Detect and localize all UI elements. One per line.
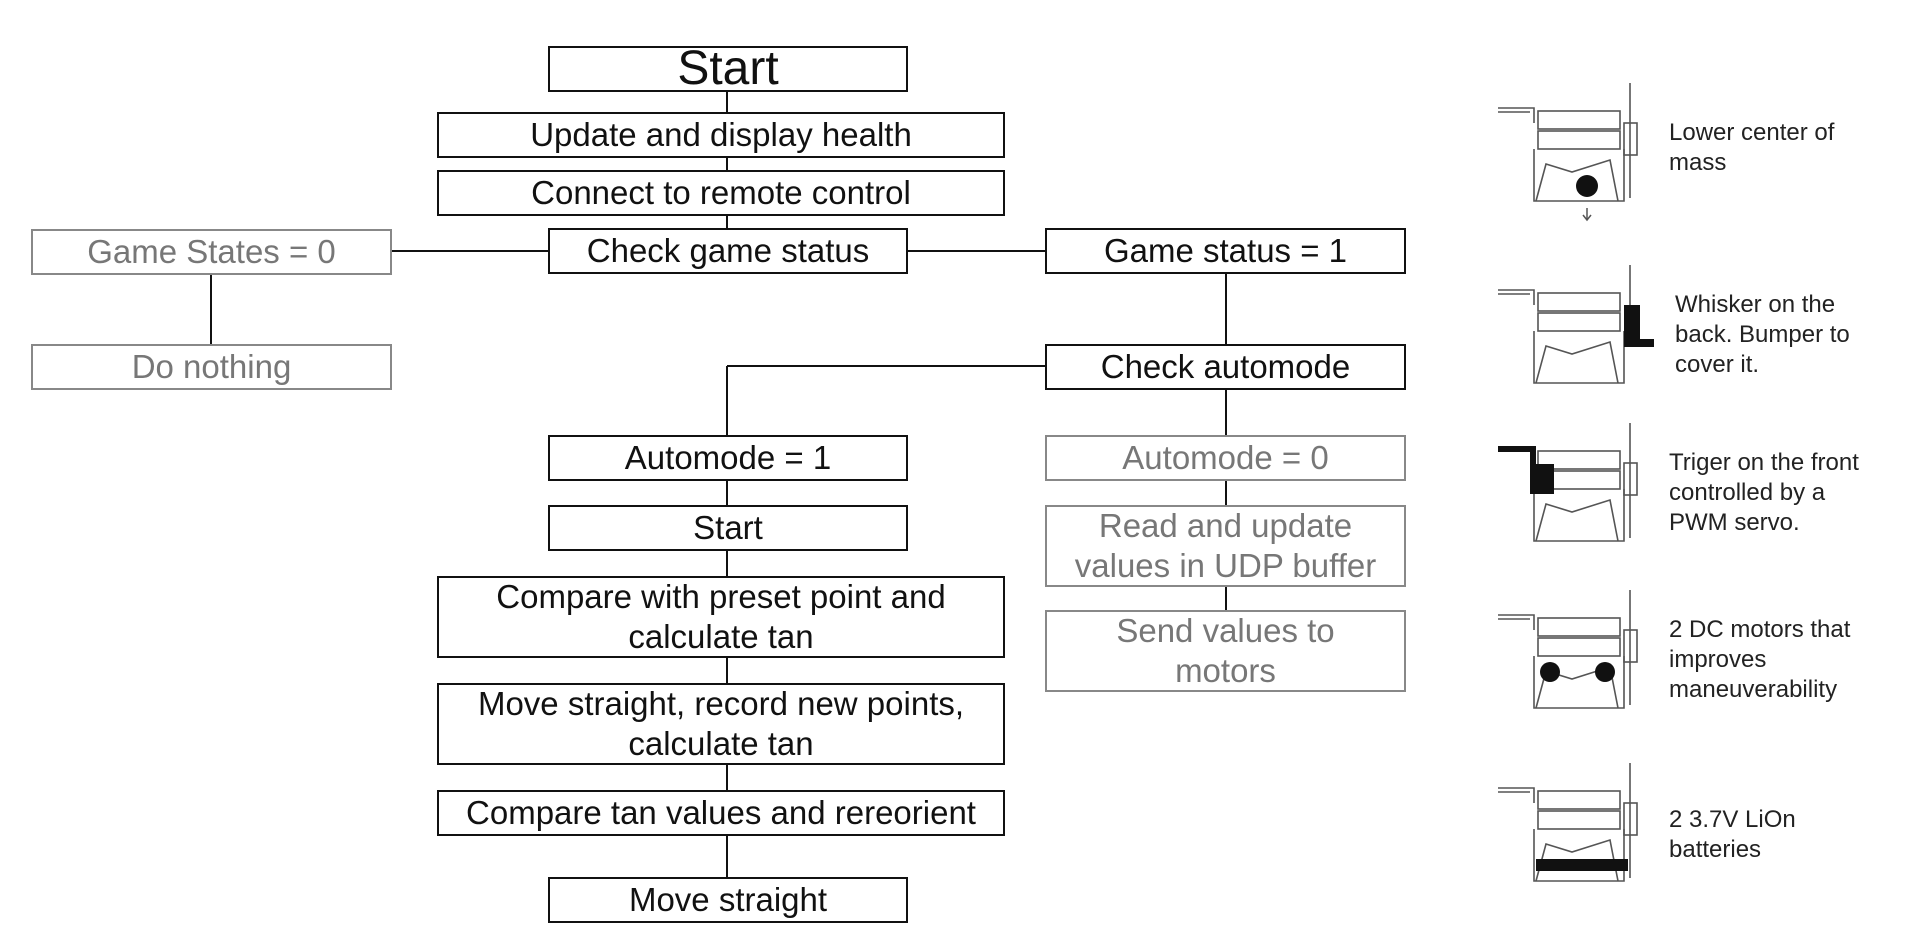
feature-text-line: batteries (1669, 836, 1762, 863)
compare-tan-label: Compare tan values and rereorient (466, 794, 976, 832)
feature-text-line: Whisker on the (1675, 291, 1836, 318)
move-straight-node: Move straight (548, 877, 908, 923)
robot-dc-motors-icon (1498, 590, 1638, 709)
connect-remote-label: Connect to remote control (531, 174, 911, 212)
robot-center-of-mass-icon (1498, 83, 1638, 222)
feature-text-line: Lower center of (1669, 119, 1835, 146)
game-states-0-label: Game States = 0 (87, 233, 336, 271)
feature-label-dc-motors: 2 DC motors that improves maneuverabilit… (1669, 615, 1850, 705)
compare-tan-node: Compare tan values and rereorient (437, 790, 1005, 836)
automode-0-node: Automode = 0 (1045, 435, 1406, 481)
feature-text-line: mass (1669, 149, 1727, 176)
feature-label-batteries: 2 3.7V LiOn batteries (1669, 805, 1796, 865)
do-nothing-node: Do nothing (31, 344, 392, 390)
move-record-node: Move straight, record new points, calcul… (437, 683, 1005, 765)
move-straight-label: Move straight (628, 881, 828, 919)
read-udp-label-line-1: Read and update (1098, 507, 1353, 545)
feature-label-center-of-mass: Lower center of mass (1669, 118, 1834, 178)
automode-0-label: Automode = 0 (1122, 439, 1329, 477)
read-udp-node: Read and update values in UDP buffer (1045, 505, 1406, 587)
feature-text-line: 2 3.7V LiOn (1669, 806, 1796, 833)
check-automode-label: Check automode (1100, 348, 1351, 386)
game-status-1-label: Game status = 1 (1103, 232, 1348, 270)
feature-text-line: cover it. (1675, 351, 1760, 378)
automode-1-node: Automode = 1 (548, 435, 908, 481)
feature-text-line: controlled by a (1669, 479, 1826, 506)
do-nothing-label: Do nothing (131, 348, 292, 386)
feature-text-line: Triger on the front (1669, 449, 1859, 476)
check-game-status-label: Check game status (586, 232, 870, 270)
update-health-node: Update and display health (437, 112, 1005, 158)
connect-remote-node: Connect to remote control (437, 170, 1005, 216)
check-game-status-node: Check game status (548, 228, 908, 274)
start-label: Start (677, 42, 779, 96)
compare-preset-label-line-2: calculate tan (628, 618, 814, 655)
compare-preset-label-line-1: Compare with preset point and (496, 578, 946, 616)
robot-whisker-icon (1498, 265, 1654, 384)
feature-text-line: 2 DC motors that (1669, 616, 1851, 643)
game-states-0-node: Game States = 0 (31, 229, 392, 275)
update-health-label: Update and display health (530, 116, 912, 154)
send-motors-node: Send values to motors (1045, 610, 1406, 692)
move-record-label-line-2: calculate tan (628, 725, 814, 762)
auto-start-node: Start (548, 505, 908, 551)
send-motors-label-line-1: Send values to (1116, 612, 1335, 650)
check-automode-node: Check automode (1045, 344, 1406, 390)
automode-1-label: Automode = 1 (624, 439, 832, 477)
read-udp-label-line-2: values in UDP buffer (1074, 547, 1377, 584)
start-node: Start (548, 42, 908, 95)
robot-trigger-icon (1498, 423, 1638, 542)
feature-text-line: maneuverability (1669, 676, 1838, 703)
feature-text-line: back. Bumper to (1675, 321, 1850, 348)
compare-preset-node: Compare with preset point and calculate … (437, 576, 1005, 658)
auto-start-label: Start (693, 509, 763, 547)
game-status-1-node: Game status = 1 (1045, 228, 1406, 274)
send-motors-label-line-2: motors (1175, 652, 1276, 689)
feature-text-line: PWM servo. (1669, 509, 1800, 536)
feature-text-line: improves (1669, 646, 1767, 673)
move-record-label-line-1: Move straight, record new points, (477, 685, 965, 723)
feature-label-trigger: Triger on the front controlled by a PWM … (1669, 448, 1859, 538)
feature-label-whisker: Whisker on the back. Bumper to cover it. (1675, 290, 1850, 380)
robot-batteries-icon (1498, 763, 1638, 882)
